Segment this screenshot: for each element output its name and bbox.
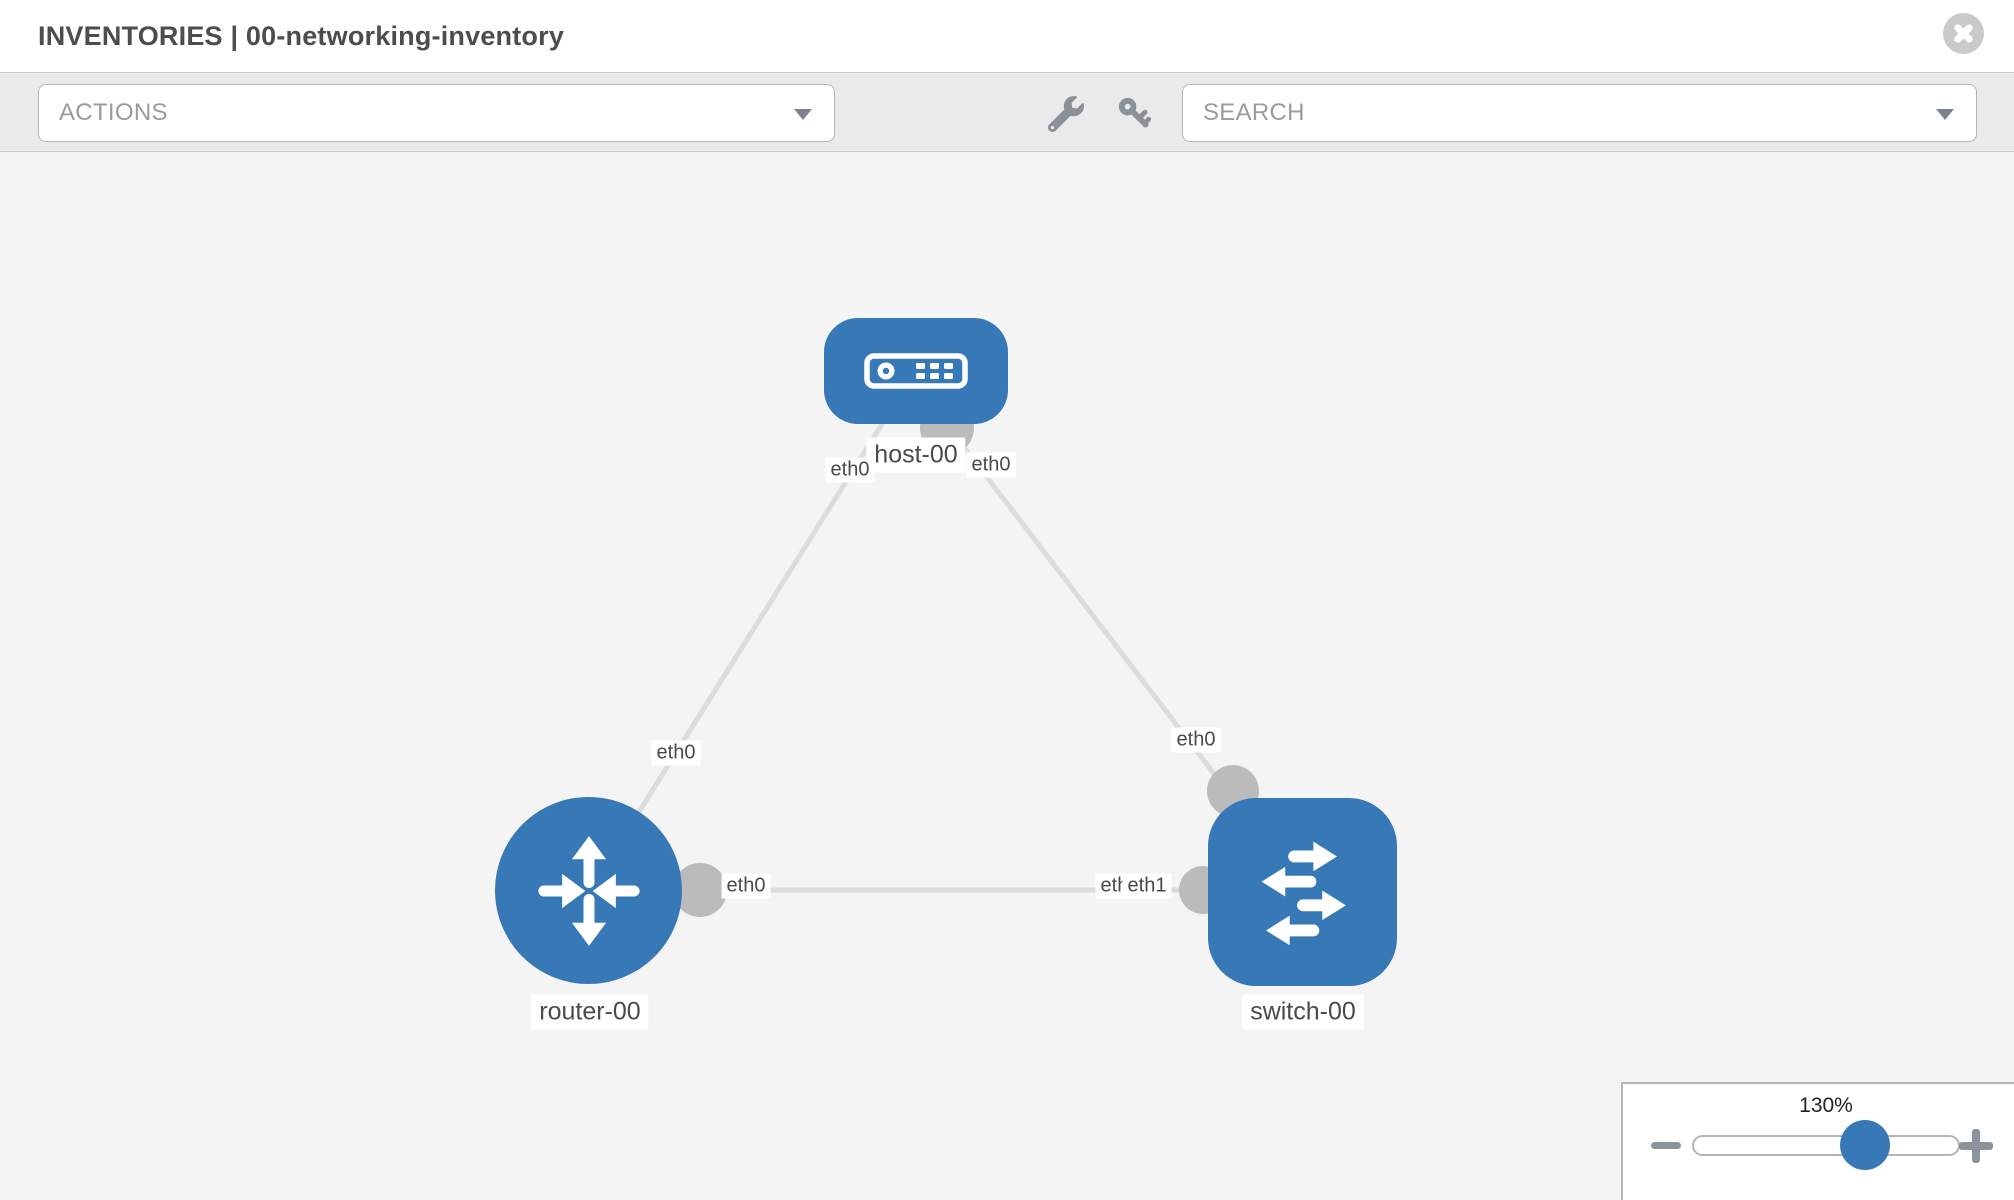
- page-title: INVENTORIES | 00-networking-inventory: [38, 20, 565, 51]
- interface-label-host-to-router: eth0: [825, 457, 875, 483]
- search-dropdown-value: SEARCH: [1203, 99, 1305, 126]
- host-icon: [864, 353, 968, 389]
- switch-icon: [1261, 841, 1346, 946]
- node-label-host: host-00: [866, 437, 966, 473]
- zoom-in-button[interactable]: [1958, 1128, 1994, 1164]
- topology-canvas[interactable]: host-00 router-00 switch-00 eth0 eth0 et…: [0, 152, 2014, 1200]
- credentials-button[interactable]: [1112, 91, 1158, 137]
- close-button[interactable]: [1943, 13, 1984, 54]
- zoom-out-button[interactable]: [1649, 1128, 1683, 1162]
- toolbar: ACTIONS SEARCH: [0, 72, 2014, 152]
- node-host-00[interactable]: [824, 318, 1008, 424]
- interface-label-router-to-host: eth0: [651, 740, 701, 766]
- chevron-down-icon: [794, 109, 812, 120]
- node-label-router: router-00: [531, 994, 649, 1030]
- interface-label-router-to-switch: eth0: [721, 873, 771, 899]
- link-router-host: [587, 368, 919, 892]
- search-dropdown[interactable]: SEARCH: [1182, 84, 1977, 142]
- node-label-switch: switch-00: [1242, 994, 1364, 1030]
- interface-label-switch-to-host: eth0: [1171, 727, 1221, 753]
- wrench-icon: [1048, 96, 1084, 132]
- configure-button[interactable]: [1043, 91, 1089, 137]
- key-icon: [1118, 97, 1152, 128]
- window-header: INVENTORIES | 00-networking-inventory: [0, 0, 2014, 72]
- zoom-slider-track[interactable]: [1692, 1135, 1960, 1156]
- minus-icon: [1651, 1141, 1681, 1149]
- zoom-control-panel: 130%: [1621, 1082, 2014, 1200]
- router-icon: [537, 835, 640, 946]
- actions-dropdown-value: ACTIONS: [59, 99, 168, 126]
- plus-icon: [1972, 1129, 1980, 1163]
- zoom-slider-thumb[interactable]: [1840, 1120, 1890, 1170]
- chevron-down-icon: [1936, 109, 1954, 120]
- zoom-level-value: 130%: [1799, 1094, 1853, 1117]
- connector-router-right: [673, 863, 727, 917]
- interface-label-switch-to-router: eth1: [1122, 873, 1172, 899]
- node-router-00[interactable]: [495, 797, 682, 984]
- node-switch-00[interactable]: [1208, 798, 1397, 986]
- actions-dropdown[interactable]: ACTIONS: [38, 84, 835, 142]
- links-layer: [587, 368, 1305, 917]
- interface-label-host-to-switch: eth0: [966, 452, 1016, 478]
